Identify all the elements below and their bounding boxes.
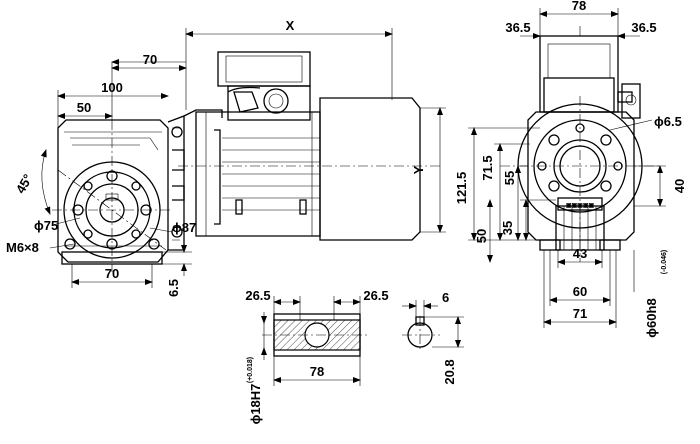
dim-55: 55: [502, 171, 517, 185]
gearbox-side-view: [52, 115, 185, 272]
dim-50-left: 50: [77, 100, 91, 115]
dim-70-top: 70: [143, 52, 157, 67]
dim-60: 60: [573, 284, 587, 299]
dim-m6x8: M6×8: [6, 240, 39, 255]
dim-26-5-right: 26.5: [363, 288, 388, 303]
dim-43: 43: [573, 246, 587, 261]
dim-35: 35: [500, 221, 515, 235]
dim-x: X: [286, 18, 295, 33]
dim-40: 40: [672, 179, 687, 193]
dim-6-5-left: 6.5: [166, 279, 181, 297]
dim-phi60h8: ϕ60h8: [644, 298, 659, 337]
dimensions: X 70 100 50 45° ϕ75 ϕ87 M6×8 70 6.5: [6, 0, 687, 424]
dim-71: 71: [573, 306, 587, 321]
dim-phi18h7-tolerance: (+0.018): [247, 357, 254, 383]
dim-phi75: ϕ75: [34, 218, 58, 233]
dim-phi18h7: ϕ18H7: [248, 384, 263, 425]
dim-36-5-right: 36.5: [631, 20, 656, 35]
dim-45: 45°: [13, 171, 36, 196]
motor-body: [178, 51, 440, 241]
dim-50-right: 50: [474, 229, 489, 243]
dim-phi87: ϕ87: [172, 220, 196, 235]
dim-100: 100: [101, 80, 123, 95]
keyway-section: [402, 316, 440, 352]
gearbox-front-view: ▣▣▣▣▣: [500, 35, 660, 262]
dim-70-bottom: 70: [105, 266, 119, 281]
hollow-shaft-section: [262, 313, 370, 357]
dim-6-key: 6: [442, 290, 449, 305]
dim-71-5: 71.5: [480, 155, 495, 180]
dim-78-shaft: 78: [310, 364, 324, 379]
dim-phi6-5: ϕ6.5: [654, 114, 682, 129]
dim-y: Y: [411, 165, 426, 174]
dim-121-5: 121.5: [454, 172, 469, 205]
dim-20-8: 20.8: [442, 359, 457, 384]
dim-36-5-left: 36.5: [505, 20, 530, 35]
dim-phi60h8-tolerance: (-0.046): [661, 250, 668, 275]
dim-78-top: 78: [572, 0, 586, 13]
dim-26-5-left: 26.5: [245, 288, 270, 303]
